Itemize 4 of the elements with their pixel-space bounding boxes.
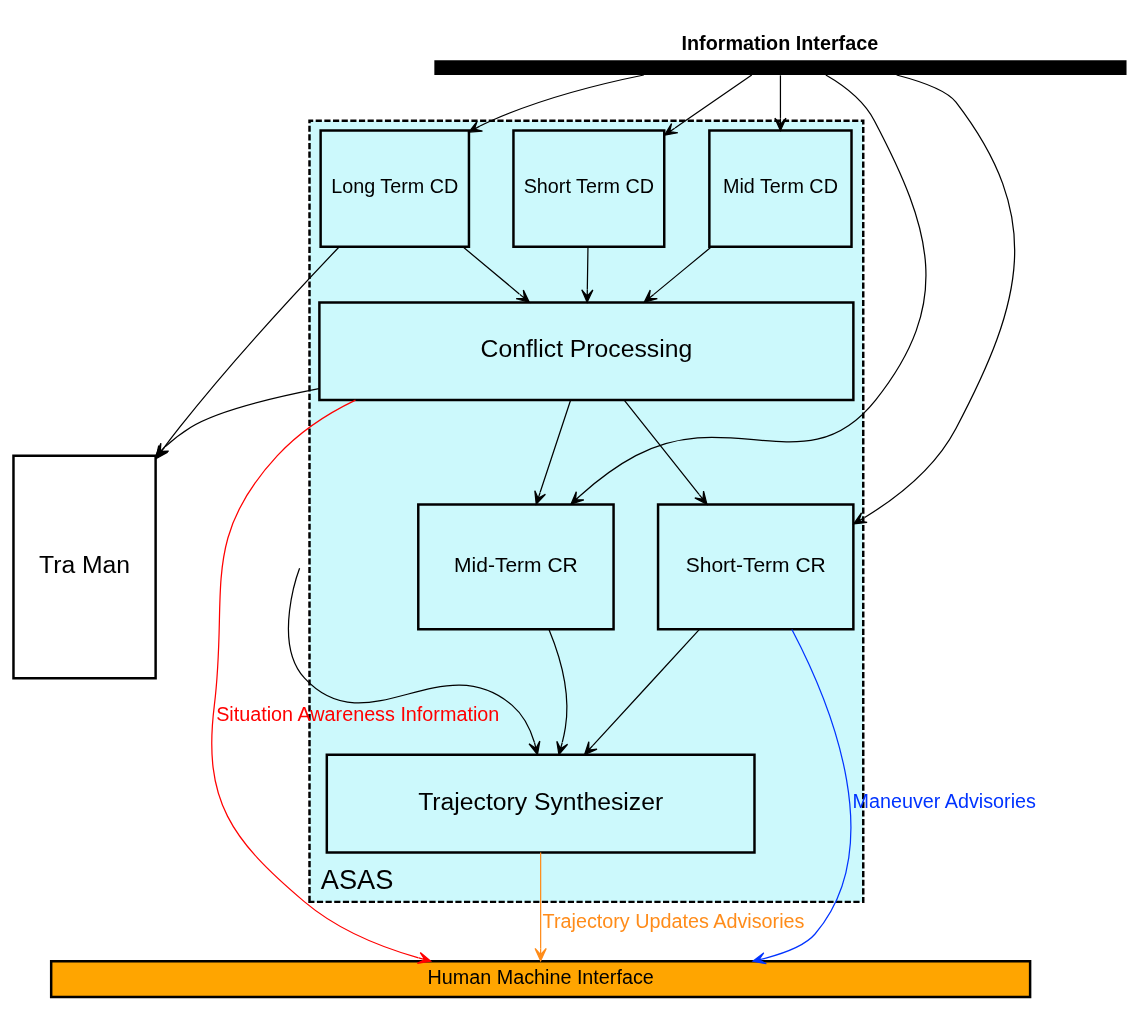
node-label: Information Interface [681,31,879,54]
edge-label: Maneuver Advisories [852,789,1036,812]
edge-label: Trajectory Updates Advisories [542,909,805,932]
edge-label: Situation Awareness Information [216,702,500,725]
